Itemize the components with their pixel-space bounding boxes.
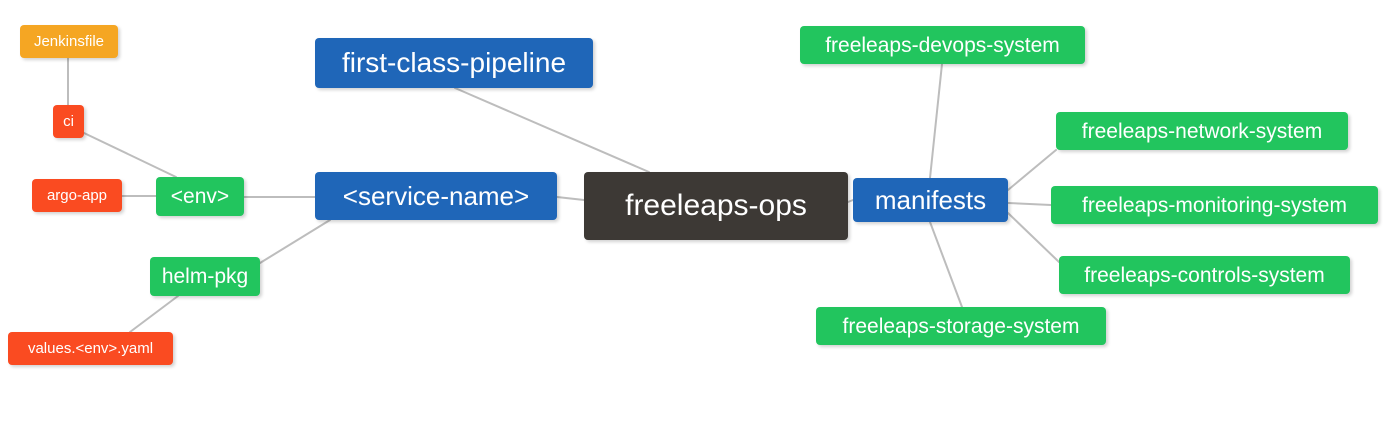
node-manifests[interactable]: manifests [853, 178, 1008, 222]
node-label-freeleaps-devops-system: freeleaps-devops-system [825, 33, 1060, 57]
node-label-freeleaps-network-system: freeleaps-network-system [1081, 119, 1323, 143]
node-label-argo-app: argo-app [46, 187, 108, 204]
node-label-freeleaps-monitoring-system: freeleaps-monitoring-system [1082, 193, 1347, 217]
node-freeleaps-storage-system[interactable]: freeleaps-storage-system [816, 307, 1106, 345]
edge-manifests-to-freeleaps-devops-system [929, 63, 943, 179]
node-label-jenkinsfile: Jenkinsfile [33, 33, 105, 50]
node-first-class-pipeline[interactable]: first-class-pipeline [315, 38, 593, 88]
node-env[interactable]: <env> [156, 177, 244, 216]
node-freeleaps-ops[interactable]: freeleaps-ops [584, 172, 848, 240]
node-label-service-name: <service-name> [342, 181, 530, 211]
node-label-manifests: manifests [874, 185, 987, 215]
node-label-freeleaps-storage-system: freeleaps-storage-system [842, 314, 1080, 338]
node-helm-pkg[interactable]: helm-pkg [150, 257, 260, 296]
edge-service-name-to-helm-pkg [259, 219, 331, 264]
edge-manifests-to-freeleaps-network-system [1007, 149, 1057, 191]
node-freeleaps-devops-system[interactable]: freeleaps-devops-system [800, 26, 1085, 64]
edge-freeleaps-ops-to-first-class-pipeline [454, 87, 650, 173]
edge-helm-pkg-to-values-env-yaml [129, 295, 179, 333]
node-label-freeleaps-ops: freeleaps-ops [625, 189, 807, 222]
node-ci[interactable]: ci [53, 105, 84, 138]
node-label-env: <env> [170, 185, 230, 208]
node-service-name[interactable]: <service-name> [315, 172, 557, 220]
node-label-helm-pkg: helm-pkg [161, 265, 249, 288]
node-label-first-class-pipeline: first-class-pipeline [341, 47, 567, 78]
node-label-ci: ci [63, 113, 74, 130]
edge-manifests-to-freeleaps-storage-system [929, 221, 963, 308]
node-jenkinsfile[interactable]: Jenkinsfile [20, 25, 118, 58]
node-argo-app[interactable]: argo-app [32, 179, 122, 212]
node-label-freeleaps-controls-system: freeleaps-controls-system [1084, 263, 1325, 287]
edge-freeleaps-ops-to-service-name [556, 196, 585, 201]
node-label-values-env-yaml: values.<env>.yaml [27, 340, 154, 357]
node-values-env-yaml[interactable]: values.<env>.yaml [8, 332, 173, 365]
edge-env-to-ci [83, 132, 177, 178]
node-freeleaps-network-system[interactable]: freeleaps-network-system [1056, 112, 1348, 150]
node-freeleaps-monitoring-system[interactable]: freeleaps-monitoring-system [1051, 186, 1378, 224]
node-freeleaps-controls-system[interactable]: freeleaps-controls-system [1059, 256, 1350, 294]
edge-manifests-to-freeleaps-monitoring-system [1007, 202, 1052, 206]
